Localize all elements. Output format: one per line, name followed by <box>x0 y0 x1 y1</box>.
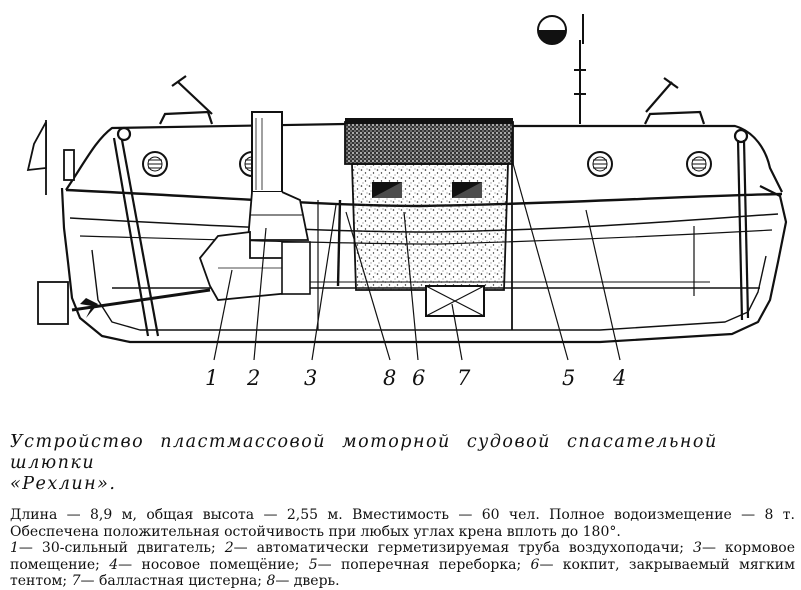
rudder <box>37 281 69 325</box>
door <box>336 199 342 287</box>
davit-posts <box>112 126 750 337</box>
air-intake-pipe <box>251 111 283 193</box>
callout-2: 2 <box>246 366 260 390</box>
callout-1: 1 <box>205 366 218 390</box>
leader-lines <box>213 159 621 361</box>
propeller <box>80 298 98 318</box>
callout-3: 3 <box>304 366 317 390</box>
legend-item: 5— поперечная переборка; <box>308 556 531 573</box>
cockpit-tent <box>344 121 514 165</box>
callout-6: 6 <box>412 366 425 390</box>
legend-item: 8— дверь. <box>266 573 340 590</box>
legend-item: 4— носовое помещёние; <box>109 556 309 573</box>
stern-flag <box>26 120 75 195</box>
callout-8: 8 <box>383 366 396 390</box>
caption-specifications: Длина — 8,9 м, общая высота — 2,55 м. Вм… <box>10 507 795 540</box>
callout-5: 5 <box>562 366 575 390</box>
caption-title-line2: «Рехлин». <box>10 474 117 494</box>
legend-item: 2— автоматически герметизируемая труба в… <box>224 540 694 557</box>
hatches <box>159 75 706 125</box>
figure-caption: Устройство пластмассовой моторной судово… <box>10 432 795 590</box>
callout-4: 4 <box>612 366 626 390</box>
lifeboat-cross-section-drawing: 1 2 3 8 6 7 5 4 <box>26 14 788 390</box>
hull-outline <box>60 185 788 344</box>
caption-title-line1: Устройство пластмассовой моторной судово… <box>10 432 718 473</box>
mast <box>574 14 586 124</box>
legend-item: 1— 30-сильный двигатель; <box>10 540 225 557</box>
caption-legend: 1— 30-сильный двигатель; 2— автоматическ… <box>10 540 795 590</box>
cockpit-window-left <box>372 182 402 198</box>
callout-7: 7 <box>457 366 471 390</box>
cockpit-window-right <box>452 182 482 198</box>
legend-item: 7— балластная цистерна; <box>71 573 267 590</box>
legend-item: 3— кормовое помещение; <box>10 540 795 573</box>
caption-title: Устройство пластмассовой моторной судово… <box>10 432 795 495</box>
